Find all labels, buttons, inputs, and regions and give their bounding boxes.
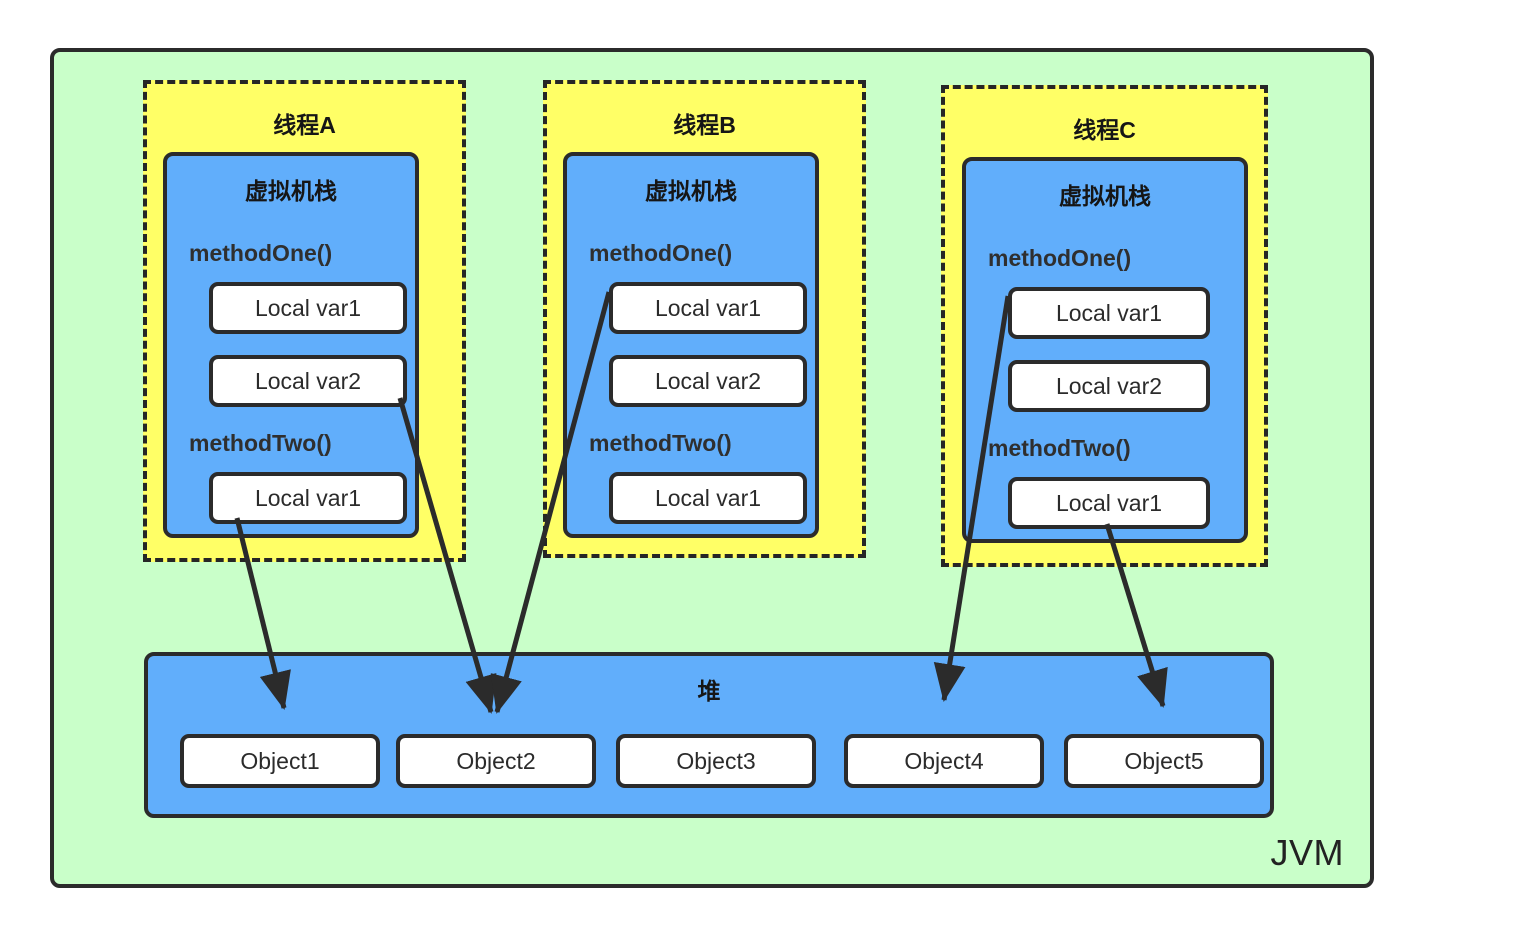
local-var-a-two-1: Local var1 bbox=[209, 472, 407, 524]
vm-stack-a: 虚拟机栈 methodOne() Local var1 Local var2 m… bbox=[163, 152, 419, 538]
heap-object-3: Object3 bbox=[616, 734, 816, 788]
jvm-label: JVM bbox=[1270, 832, 1344, 873]
thread-title-c: 线程C bbox=[1073, 117, 1136, 143]
heap-object-5: Object5 bbox=[1064, 734, 1264, 788]
vm-stack-title-b: 虚拟机栈 bbox=[645, 178, 737, 204]
vm-stack-c: 虚拟机栈 methodOne() Local var1 Local var2 m… bbox=[962, 157, 1248, 543]
method-label-c-two: methodTwo() bbox=[988, 435, 1131, 461]
local-var-a-one-1: Local var1 bbox=[209, 282, 407, 334]
heap-object-2: Object2 bbox=[396, 734, 596, 788]
vm-stack-title-a: 虚拟机栈 bbox=[245, 178, 337, 204]
heap-title: 堆 bbox=[697, 678, 721, 704]
method-label-b-two: methodTwo() bbox=[589, 430, 732, 456]
vm-stack-title-c: 虚拟机栈 bbox=[1059, 183, 1151, 209]
local-var-c-one-2: Local var2 bbox=[1008, 360, 1210, 412]
thread-title-a: 线程A bbox=[273, 112, 336, 138]
vm-stack-b: 虚拟机栈 methodOne() Local var1 Local var2 m… bbox=[563, 152, 819, 538]
heap-object-1: Object1 bbox=[180, 734, 380, 788]
method-label-a-two: methodTwo() bbox=[189, 430, 332, 456]
thread-title-b: 线程B bbox=[673, 112, 736, 138]
local-var-a-one-2: Local var2 bbox=[209, 355, 407, 407]
method-label-c-one: methodOne() bbox=[988, 245, 1132, 271]
heap-object-4: Object4 bbox=[844, 734, 1044, 788]
local-var-c-one-1: Local var1 bbox=[1008, 287, 1210, 339]
method-label-b-one: methodOne() bbox=[589, 240, 733, 266]
local-var-c-two-1: Local var1 bbox=[1008, 477, 1210, 529]
local-var-b-one-2: Local var2 bbox=[609, 355, 807, 407]
local-var-b-two-1: Local var1 bbox=[609, 472, 807, 524]
method-label-a-one: methodOne() bbox=[189, 240, 333, 266]
heap-container: 堆 Object1 Object2 Object3 Object4 Object… bbox=[144, 652, 1274, 818]
local-var-b-one-1: Local var1 bbox=[609, 282, 807, 334]
